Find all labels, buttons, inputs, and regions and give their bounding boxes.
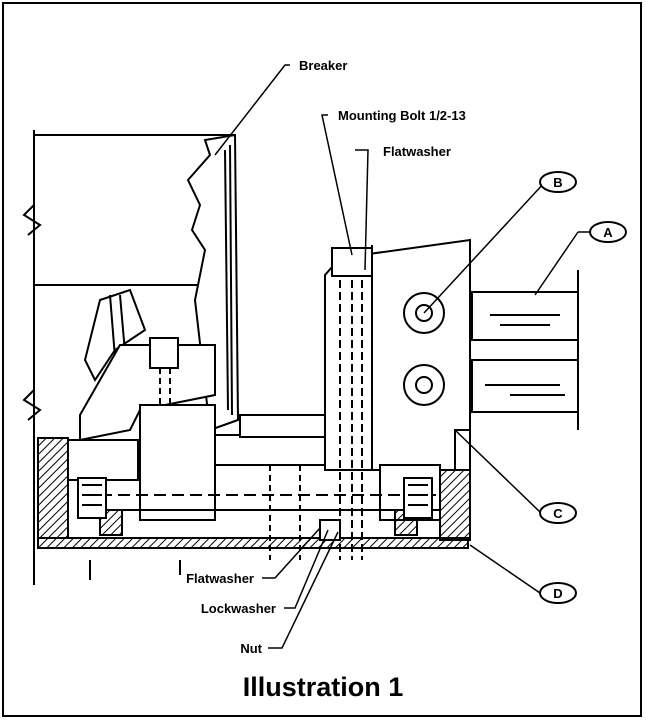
- flatwasher-top-label: Flatwasher: [383, 144, 451, 159]
- callout-b: B: [539, 171, 577, 193]
- lockwasher-label: Lockwasher: [201, 601, 276, 616]
- callout-d: D: [539, 582, 577, 604]
- callout-c-label: C: [553, 506, 563, 521]
- leader-lines: [214, 64, 590, 649]
- base-housing: [37, 404, 471, 560]
- left-frame: [22, 130, 235, 585]
- mounting-bolt-label: Mounting Bolt 1/2-13: [338, 108, 466, 123]
- breaker-label: Breaker: [299, 58, 347, 73]
- breaker-body: [79, 133, 240, 460]
- bus-bars: [471, 270, 579, 430]
- callout-b-label: B: [553, 175, 562, 190]
- callout-a: A: [589, 221, 627, 243]
- callout-d-label: D: [553, 586, 562, 601]
- callout-c: C: [539, 502, 577, 524]
- flatwasher-bottom-label: Flatwasher: [186, 571, 254, 586]
- illustration-caption: Illustration 1: [242, 672, 404, 702]
- callout-a-label: A: [603, 225, 613, 240]
- nut-label: Nut: [240, 641, 262, 656]
